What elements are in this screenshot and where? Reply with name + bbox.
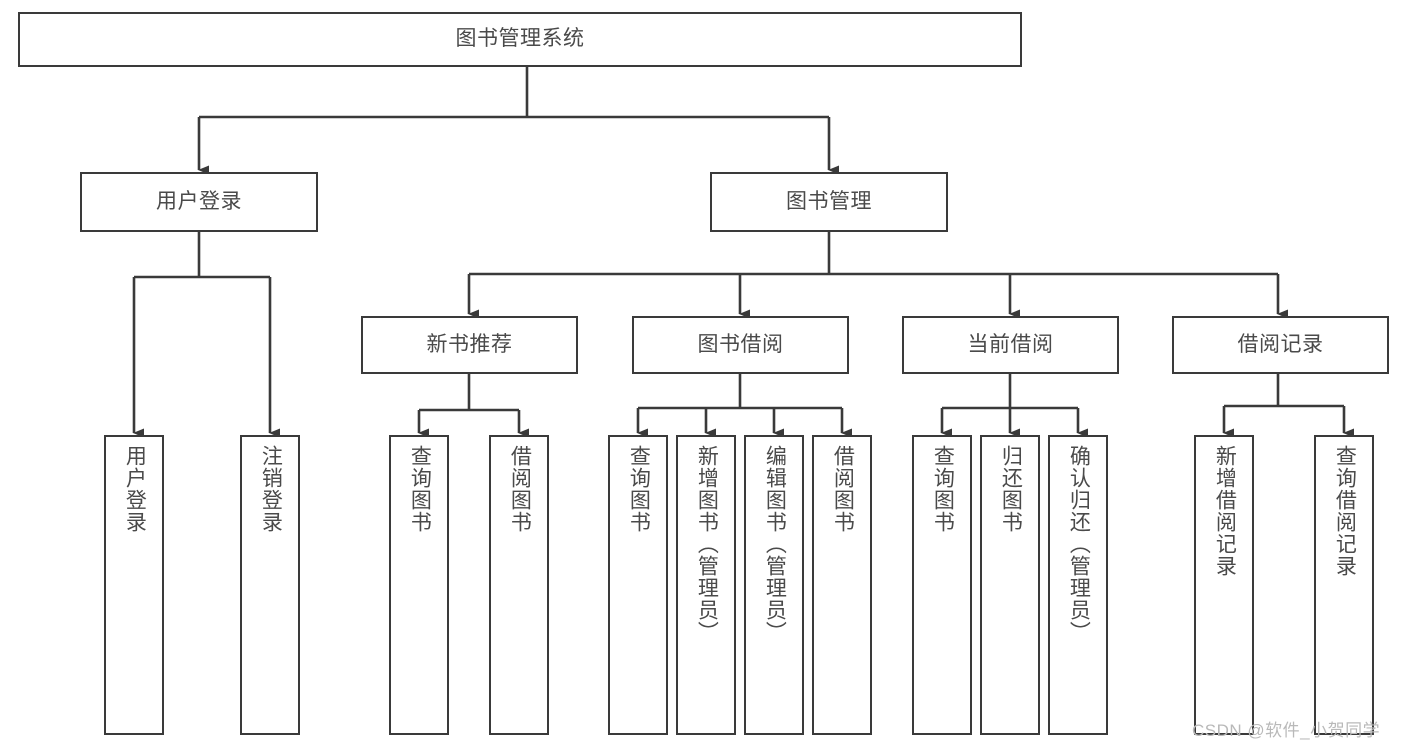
- node-root-label: 图书管理系统: [455, 27, 585, 51]
- node-leaf-cur-confirm-label: 确认归还（管理员）: [1067, 445, 1091, 643]
- node-leaf-user-logout-label: 注销登录: [259, 445, 283, 533]
- node-leaf-rec-query-label: 查询图书: [408, 445, 432, 533]
- node-leaf-cur-query-label: 查询图书: [931, 445, 955, 533]
- node-new-book-rec[interactable]: 新书推荐: [361, 316, 578, 374]
- node-borrow-record[interactable]: 借阅记录: [1172, 316, 1389, 374]
- node-leaf-rec-add-label: 新增借阅记录: [1213, 445, 1237, 577]
- node-leaf-borrow-query[interactable]: 查询图书: [608, 435, 668, 735]
- node-leaf-borrow-lend[interactable]: 借阅图书: [812, 435, 872, 735]
- node-book-manage[interactable]: 图书管理: [710, 172, 948, 232]
- node-user-login-label: 用户登录: [156, 189, 242, 213]
- node-leaf-borrow-add[interactable]: 新增图书（管理员）: [676, 435, 736, 735]
- node-book-manage-label: 图书管理: [786, 189, 872, 213]
- node-leaf-user-logout[interactable]: 注销登录: [240, 435, 300, 735]
- node-leaf-borrow-edit[interactable]: 编辑图书（管理员）: [744, 435, 804, 735]
- node-user-login[interactable]: 用户登录: [80, 172, 318, 232]
- node-leaf-user-login[interactable]: 用户登录: [104, 435, 164, 735]
- watermark-label: CSDN @软件_小贺同学: [1192, 721, 1381, 740]
- node-leaf-borrow-edit-label: 编辑图书（管理员）: [763, 445, 787, 643]
- node-leaf-borrow-query-label: 查询图书: [627, 445, 651, 533]
- node-new-book-rec-label: 新书推荐: [426, 332, 513, 356]
- node-leaf-rec-query[interactable]: 查询图书: [389, 435, 449, 735]
- node-leaf-cur-return[interactable]: 归还图书: [980, 435, 1040, 735]
- node-leaf-cur-query[interactable]: 查询图书: [912, 435, 972, 735]
- node-leaf-cur-confirm[interactable]: 确认归还（管理员）: [1048, 435, 1108, 735]
- node-book-borrow[interactable]: 图书借阅: [632, 316, 849, 374]
- node-book-borrow-label: 图书借阅: [697, 332, 784, 356]
- node-borrow-record-label: 借阅记录: [1237, 332, 1324, 356]
- node-leaf-user-login-label: 用户登录: [123, 445, 147, 533]
- node-leaf-rec-query2[interactable]: 查询借阅记录: [1314, 435, 1374, 735]
- node-leaf-rec-query2-label: 查询借阅记录: [1333, 445, 1357, 577]
- node-leaf-borrow-add-label: 新增图书（管理员）: [695, 445, 719, 643]
- node-leaf-rec-borrow-label: 借阅图书: [508, 445, 532, 533]
- node-leaf-borrow-lend-label: 借阅图书: [831, 445, 855, 533]
- node-root[interactable]: 图书管理系统: [18, 12, 1022, 67]
- node-leaf-rec-add[interactable]: 新增借阅记录: [1194, 435, 1254, 735]
- node-leaf-cur-return-label: 归还图书: [999, 445, 1023, 533]
- node-leaf-rec-borrow[interactable]: 借阅图书: [489, 435, 549, 735]
- node-current-borrow-label: 当前借阅: [967, 332, 1054, 356]
- node-current-borrow[interactable]: 当前借阅: [902, 316, 1119, 374]
